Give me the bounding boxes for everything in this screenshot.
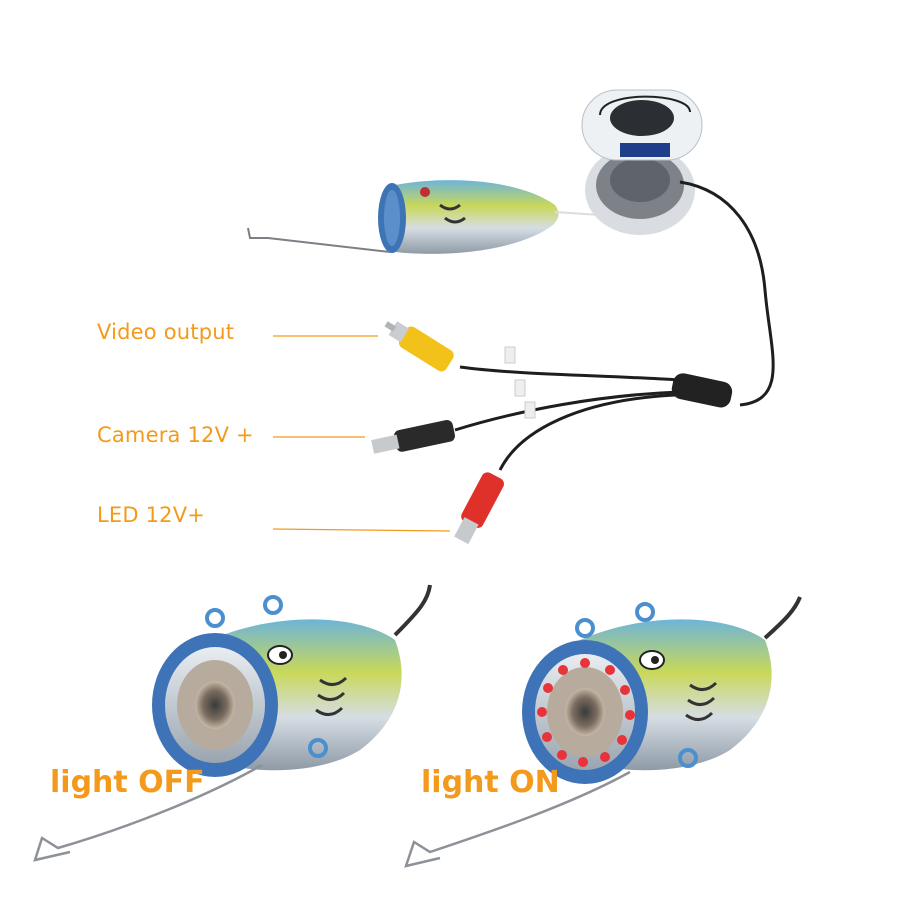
leader-led <box>272 528 451 532</box>
cable-reel <box>581 89 703 235</box>
led-power-label: LED 12V+ <box>97 503 206 527</box>
camera-power-label: Camera 12V + <box>97 423 254 447</box>
cable-splitter <box>454 346 733 471</box>
light-off-label: light OFF <box>50 765 205 800</box>
camera-light-on <box>404 596 802 868</box>
led-dc-connector <box>454 472 504 545</box>
camera-body-small <box>247 180 601 254</box>
video-output-label: Video output <box>97 320 235 344</box>
main-cable <box>679 180 775 407</box>
camera-light-off <box>33 584 432 862</box>
light-on-label: light ON <box>421 765 560 800</box>
ir-led-ring <box>537 658 635 767</box>
rca-video-connector <box>384 321 454 372</box>
camera-dc-connector <box>371 420 455 454</box>
